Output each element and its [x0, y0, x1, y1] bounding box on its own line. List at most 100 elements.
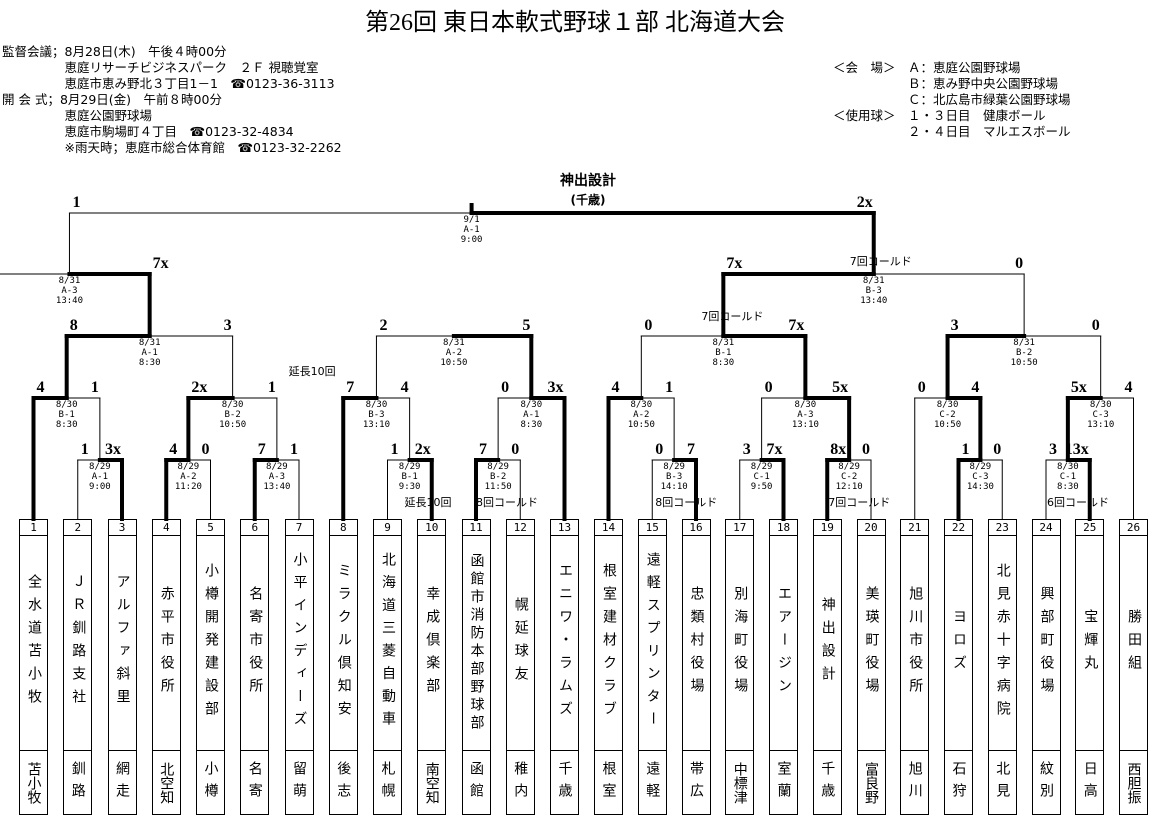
score-left: 0 [764, 379, 773, 396]
score-left: 4 [611, 379, 620, 396]
team-name-cell: ミラクル倶知安 [328, 536, 358, 750]
score-left: 7x [726, 255, 743, 272]
team-name-cell: 勝田組 [1119, 536, 1148, 750]
score-right: 4 [1124, 379, 1133, 396]
team-region: 中標津 [731, 761, 748, 804]
team-region-cell: 北見 [987, 750, 1017, 815]
score-right: 0 [1015, 255, 1024, 272]
team-name: 遠軽スプリンター [644, 552, 661, 734]
team-number: 17 [725, 519, 755, 536]
score-left: 4 [169, 441, 178, 458]
team-name-cell: 赤平市役所 [151, 536, 181, 750]
match-court: A-1 [463, 225, 480, 235]
team-number: 22 [944, 519, 973, 536]
match-note: 6回コールド [1047, 496, 1109, 509]
team-number: 16 [681, 519, 711, 536]
match-court: C-2 [840, 472, 858, 482]
match-court: B-3 [665, 472, 683, 482]
team-region: 稚内 [512, 760, 529, 805]
team-number: 20 [856, 519, 886, 536]
team-name: エニワ・ラムズ [557, 562, 573, 724]
team-region: 室蘭 [775, 760, 792, 805]
match-date: 8/29 [838, 462, 860, 472]
match-date: 8/30 [520, 400, 543, 410]
team-region: 旭川 [906, 760, 923, 805]
match-time: 8:30 [1057, 482, 1079, 492]
match-time: 13:40 [55, 296, 83, 306]
score-right: 1 [290, 441, 298, 458]
score-right: 1 [665, 379, 674, 396]
info-line: 開 会 式；8月29日(金) 午前８時00分 [2, 92, 222, 107]
team-name-cell: エアージン [769, 536, 798, 750]
team-name: 名寄市役所 [247, 585, 264, 701]
team-region-cell: 中標津 [725, 750, 755, 815]
team-name-cell: 北見赤十字病院 [987, 536, 1017, 750]
match-date: 8/29 [663, 462, 685, 472]
match-date: 8/31 [58, 276, 81, 286]
score-left: 5x [1070, 379, 1087, 396]
match-court: C-3 [1092, 410, 1109, 420]
match-date: 8/31 [712, 338, 735, 348]
score-right: 5 [522, 317, 531, 334]
match-date: 8/30 [1089, 400, 1112, 410]
match-time: 14:30 [966, 482, 994, 492]
score-right: 0 [201, 441, 210, 458]
match-note: 延長10回 [288, 365, 336, 378]
match-note: 7回コールド [849, 255, 912, 268]
team-name-cell: 別海町役場 [725, 536, 755, 750]
score-right: 0 [862, 441, 870, 458]
info-line: 恵庭市駒場町４丁目 ☎0123-32-4834 [2, 124, 294, 139]
match-court: C-2 [939, 410, 956, 420]
team-region-cell: 苫小牧 [19, 750, 48, 815]
team-name: エアージン [776, 585, 792, 701]
team-name-cell: 旭川市役所 [900, 536, 930, 750]
match-time: 8:30 [712, 358, 735, 368]
team-region: 南空知 [423, 761, 440, 804]
team-region-cell: 千歳 [550, 750, 579, 815]
match-date: 8/31 [1013, 338, 1035, 348]
match-note: 7回コールド [828, 496, 891, 509]
team-name-cell: 函館市消防本部野球部 [461, 536, 491, 750]
team-name-cell: 幸成倶楽部 [417, 536, 447, 750]
team-number: 12 [505, 519, 535, 536]
team-name-cell: 美瑛町役場 [856, 536, 886, 750]
team-region: 留萌 [291, 760, 307, 805]
score-left: 3 [1049, 441, 1057, 458]
match-court: C-1 [1059, 472, 1076, 482]
match-time: 10:50 [934, 420, 962, 430]
team-region-cell: 石狩 [944, 750, 973, 815]
match-date: 8/31 [443, 338, 465, 348]
match-court: B-2 [489, 472, 507, 482]
team-region: 網走 [114, 760, 130, 805]
team-region: 根室 [600, 760, 617, 805]
info-line: ※雨天時；恵庭市総合体育館 ☎0123-32-2262 [2, 140, 342, 155]
score-left: 0 [655, 441, 664, 458]
team-region-cell: 日高 [1075, 750, 1105, 815]
match-date: 8/30 [936, 400, 959, 410]
team-name-cell: アルファ斜里 [107, 536, 137, 750]
match-date: 8/30 [630, 400, 653, 410]
info-line: Ｃ：北広島市緑葉公園野球場 [833, 92, 1071, 107]
team-region: 西胆振 [1125, 761, 1142, 804]
team-region-cell: 留萌 [284, 750, 314, 815]
